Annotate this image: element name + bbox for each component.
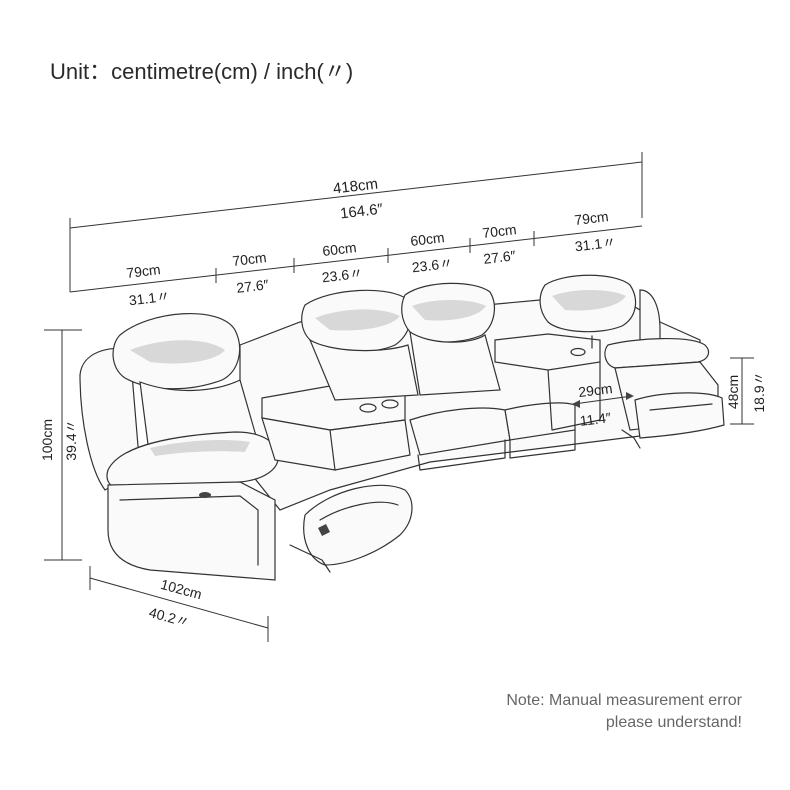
segment-5-inch: 27.6″ bbox=[483, 247, 517, 267]
segment-1-inch: 31.1〃 bbox=[128, 288, 171, 309]
console-width-cm: 29cm bbox=[577, 380, 613, 400]
segment-4-inch: 23.6〃 bbox=[411, 255, 454, 276]
right-recliner bbox=[539, 274, 725, 449]
segment-dimensions: 79cm 31.1〃 70cm 27.6″ 60cm 23.6〃 60cm 23… bbox=[69, 208, 643, 309]
sofa-illustration: 29cm 11.4″ bbox=[79, 274, 725, 581]
depth-inch: 40.2〃 bbox=[147, 604, 191, 630]
console-width-dimension: 29cm 11.4″ bbox=[572, 380, 634, 429]
seat-height-inch: 18.9〃 bbox=[751, 371, 767, 412]
left-recliner bbox=[79, 313, 413, 581]
segment-5-cm: 70cm bbox=[482, 221, 518, 241]
depth-cm: 102cm bbox=[159, 576, 204, 602]
segment-6-cm: 79cm bbox=[574, 208, 610, 228]
segment-2-inch: 27.6″ bbox=[236, 276, 270, 296]
middle-seat-2 bbox=[401, 282, 576, 459]
segment-3-cm: 60cm bbox=[322, 239, 358, 259]
seat-height-dimension: 48cm 18.9〃 bbox=[725, 357, 767, 425]
segment-6-inch: 31.1〃 bbox=[574, 234, 617, 255]
segment-3-inch: 23.6〃 bbox=[321, 265, 364, 286]
segment-1-cm: 79cm bbox=[126, 261, 162, 281]
segment-4-cm: 60cm bbox=[410, 229, 446, 249]
segment-2-cm: 70cm bbox=[232, 249, 268, 269]
right-console bbox=[494, 333, 601, 431]
total-width-dimension: 418cm 164.6″ bbox=[69, 152, 643, 292]
height-cm: 100cm bbox=[39, 419, 55, 461]
note-line-2: please understand! bbox=[605, 714, 742, 731]
note-line-1: Note: Manual measurement error bbox=[506, 692, 742, 709]
height-inch: 39.4〃 bbox=[63, 419, 79, 460]
seat-height-cm: 48cm bbox=[725, 375, 741, 409]
total-width-inch: 164.6″ bbox=[339, 201, 384, 223]
measurement-note: Note: Manual measurement error please un… bbox=[506, 690, 742, 734]
height-dimension: 100cm 39.4〃 bbox=[39, 329, 82, 561]
console-width-inch: 11.4″ bbox=[579, 409, 612, 429]
total-width-cm: 418cm bbox=[332, 175, 379, 197]
middle-seat-1 bbox=[301, 289, 511, 471]
unit-title: Unit：centimetre(cm) / inch(〃) bbox=[50, 59, 354, 84]
